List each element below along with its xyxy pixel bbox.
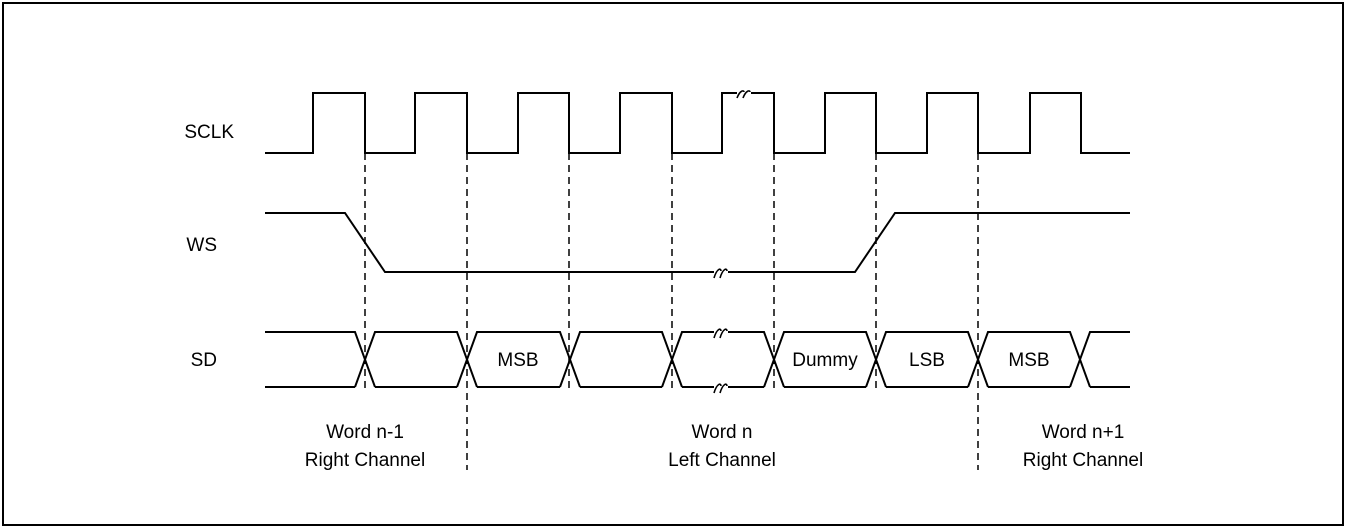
word-current-channel: Left Channel — [668, 450, 776, 471]
sd-break-mark-top-right — [719, 328, 728, 339]
sclk-waveform — [265, 92, 1130, 154]
word-next-title: Word n+1 — [1042, 422, 1125, 443]
sd-break-gap-top — [714, 325, 728, 339]
sd-cell-lsb: LSB — [909, 350, 945, 371]
ws-break-mark-left — [713, 268, 722, 279]
word-current-title: Word n — [692, 422, 753, 443]
word-next-channel: Right Channel — [1023, 450, 1143, 471]
sd-cell-msb: MSB — [497, 350, 538, 371]
sd-cell-dummy: Dummy — [792, 350, 858, 371]
ws-label: WS — [186, 235, 217, 256]
sd-label: SD — [191, 350, 217, 371]
sclk-break-mark-left — [736, 90, 745, 99]
word-prev-title: Word n-1 — [326, 422, 404, 443]
ws-break-gap — [714, 265, 728, 279]
word-prev-channel: Right Channel — [305, 450, 425, 471]
sd-break-gap-bottom — [714, 380, 728, 394]
ws-break-mark-right — [719, 268, 728, 279]
sclk-label: SCLK — [184, 122, 234, 143]
ws-waveform — [265, 212, 1130, 273]
sd-break-mark-bottom-right — [719, 383, 728, 394]
sd-break-mark-top-left — [713, 328, 722, 339]
sclk-break-mark-right — [742, 90, 751, 99]
sd-break-mark-bottom-left — [713, 383, 722, 394]
sd-cell-msb-next: MSB — [1008, 350, 1049, 371]
